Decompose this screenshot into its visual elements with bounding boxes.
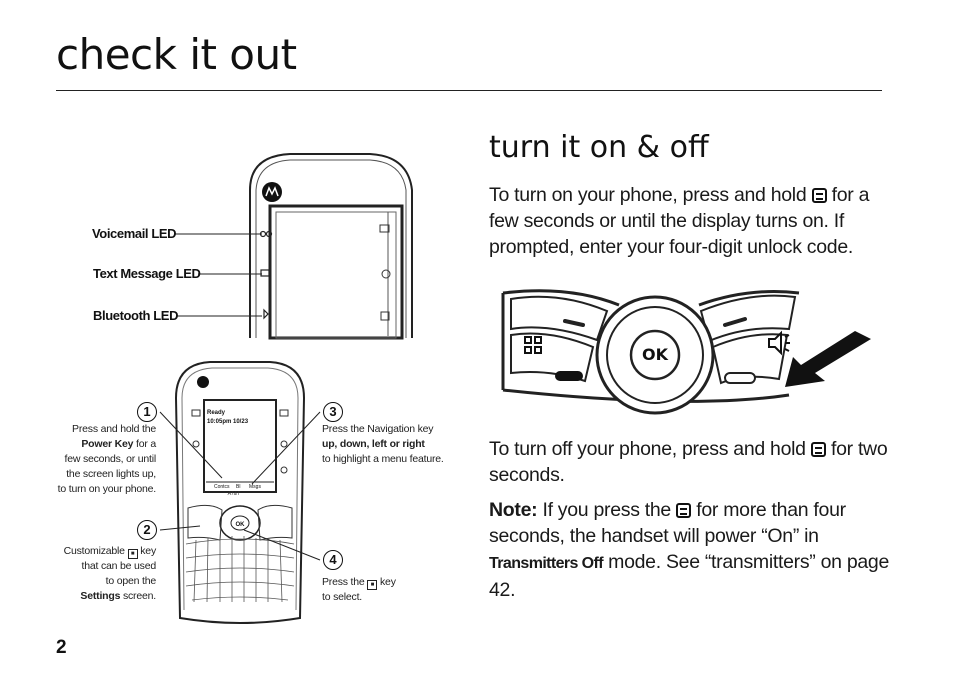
phone-softkey-center: Bl (236, 484, 241, 490)
turn-off-text-a: To turn off your phone, press and hold (489, 438, 806, 460)
page-number: 2 (56, 637, 67, 658)
text-message-led-label: Text Message LED (93, 266, 201, 281)
callout-2-line-2: key (140, 545, 156, 557)
callout-4-text: Press the ■ key to select. (322, 575, 442, 605)
callout-1-line-2: for a (135, 438, 156, 450)
section-heading: turn it on & off (489, 130, 709, 165)
phone-screen-time: 10:05pm 10/23 (207, 419, 249, 425)
callout-3-line-2: to highlight a menu feature. (322, 453, 444, 465)
callout-1-line-3: few seconds, or until (64, 453, 156, 465)
turn-on-text-a: To turn on your phone, press and hold (489, 184, 807, 206)
power-key-icon (810, 442, 826, 457)
callout-2-text: Customizable ■ key that can be used to o… (36, 544, 157, 604)
phone-front-illustration: AT&T OK (174, 361, 306, 624)
transmitters-off-mode: Transmitters Off (489, 555, 604, 572)
callout-number-2: 2 (137, 520, 157, 540)
callout-2-line-1: Customizable (63, 545, 125, 557)
callout-3-directions: up, down, left or right (322, 438, 425, 450)
ok-key-icon: ■ (127, 549, 138, 559)
keypad-detail-illustration (501, 289, 871, 415)
turn-off-text-b: for two seconds. (489, 438, 888, 486)
ok-key-icon: ■ (367, 580, 378, 590)
callout-1-line-5: to turn on your phone. (57, 483, 157, 495)
callout-2-settings: Settings (80, 590, 121, 602)
voicemail-led-label: Voicemail LED (92, 226, 177, 241)
callout-4-line-3: to select. (322, 591, 363, 603)
turn-off-paragraph: To turn off your phone, press and hold f… (489, 436, 889, 488)
note-paragraph: Note: If you press the for more than fou… (489, 497, 889, 603)
note-label: Note: (489, 499, 538, 521)
note-text-c: mode. See “transmitters” on page 42. (489, 551, 889, 601)
callout-number-1: 1 (137, 402, 157, 422)
callout-4-line-1: Press the (322, 576, 365, 588)
callout-1-text: Press and hold the Power Key for a few s… (36, 422, 157, 497)
phone-softkey-right: Msgs (249, 484, 261, 490)
page-title: check it out (56, 30, 297, 79)
phone-side-illustration (249, 153, 413, 340)
callout-1-line-1: Press and hold the (72, 423, 156, 435)
callout-3-line-1: Press the Navigation key (322, 423, 434, 435)
callout-number-4: 4 (323, 550, 343, 570)
ok-key-label: OK (642, 345, 668, 364)
power-key-icon (811, 188, 827, 203)
turn-on-paragraph: To turn on your phone, press and hold fo… (489, 182, 889, 260)
bluetooth-led-label: Bluetooth LED (93, 308, 179, 323)
callout-2-line-3: that can be used (81, 560, 157, 572)
callout-3-text: Press the Navigation key up, down, left … (322, 422, 462, 467)
callout-2-line-4: to open the (105, 575, 157, 587)
phone-softkey-left: Contcs (214, 484, 230, 490)
turn-on-text-b: for a few seconds or until the display t… (489, 184, 870, 258)
phone-screen-status: Ready (207, 410, 226, 416)
power-key-icon (676, 503, 692, 518)
note-text-b: for more than four seconds, the handset … (489, 499, 846, 547)
callout-1-line-4: the screen lights up, (66, 468, 156, 480)
callout-2-line-5: screen. (122, 590, 156, 602)
callout-4-line-2: key (380, 576, 396, 588)
svg-text:AT&T: AT&T (227, 491, 241, 497)
svg-text:OK: OK (236, 522, 246, 528)
note-text-a: If you press the (542, 499, 671, 521)
callout-number-3: 3 (323, 402, 343, 422)
callout-1-power-key: Power Key (81, 438, 134, 450)
title-divider (56, 90, 882, 91)
